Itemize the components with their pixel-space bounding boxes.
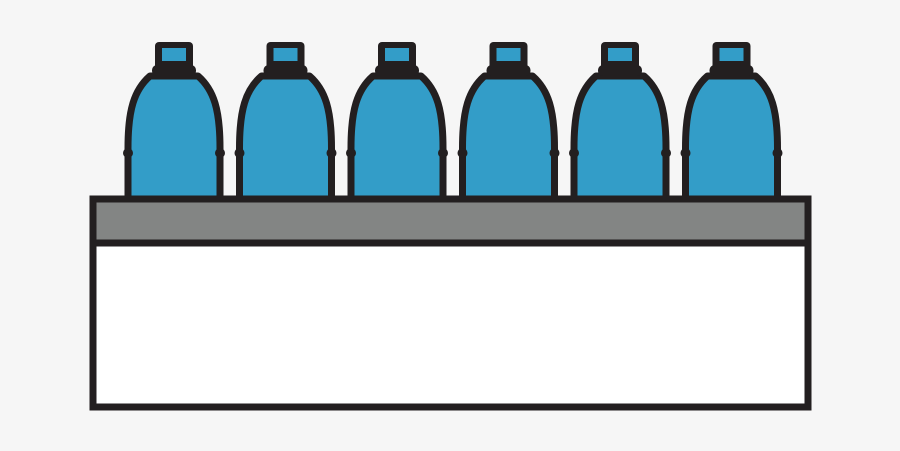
bottle-grip-notch [346,148,356,158]
bottle-grip-notch [438,148,448,158]
bottle-grip-notch [234,148,245,158]
bottle-body [459,72,558,208]
bottle-grip-notch [549,148,560,158]
crate [89,195,812,411]
bottle-cap-inner [385,48,409,61]
bottle-body [236,72,335,208]
bottle-body [347,72,447,208]
bottle-grip-notch [215,148,225,158]
bottle-grip-notch [123,148,133,158]
bottle-neck-ring [486,65,531,76]
water-bottle [680,42,783,208]
bottle-cap-inner [496,48,521,61]
bottle-neck-ring [375,65,419,76]
bottle-grip-notch [457,148,468,158]
crate-top-band [89,195,812,247]
bottle-grip-notch [569,148,579,158]
water-bottle [234,42,337,208]
bottle-neck-ring [263,65,308,76]
bottles-group [123,42,783,208]
bottle-cap-inner [273,48,298,61]
water-bottle [457,42,560,208]
bottle-neck-ring [152,65,196,76]
bottle-body [682,72,781,208]
bottle-neck-ring [709,65,754,76]
bottle-neck-ring [598,65,642,76]
bottle-grip-notch [680,148,691,158]
bottle-cap-inner [608,48,632,61]
water-bottle [123,42,225,208]
bottle-cap-inner [719,48,744,61]
bottle-body [124,72,224,208]
bottle-grip-notch [661,148,671,158]
bottle-grip-notch [326,148,337,158]
bottle-cap-inner [162,48,186,61]
bottle-body [570,72,670,208]
bottle-grip-notch [772,148,783,158]
water-bottle [569,42,671,208]
water-bottle [346,42,448,208]
